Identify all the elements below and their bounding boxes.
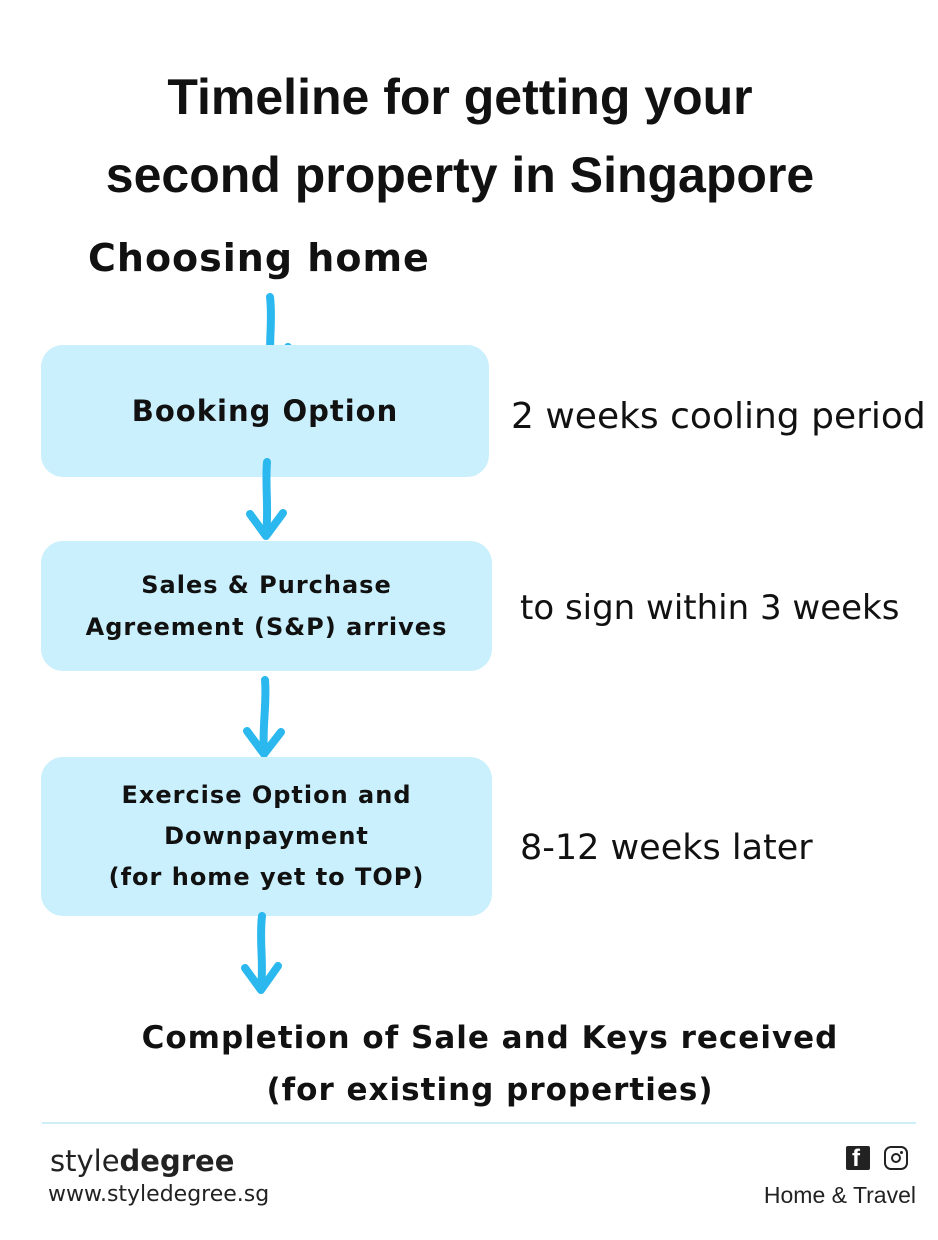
step-exercise-option: Exercise Option and Downpayment (for hom…	[41, 757, 492, 916]
step-2-line-1: Sales & Purchase	[141, 571, 392, 599]
title-line-2: second property in Singapore	[105, 147, 815, 203]
step-2-note: to sign within 3 weeks	[520, 588, 900, 628]
facebook-icon[interactable]	[846, 1145, 870, 1173]
brand-bold: degree	[119, 1144, 235, 1178]
brand-logo: styledegree	[50, 1144, 234, 1178]
step-3-note: 8-12 weeks later	[520, 828, 813, 868]
end-label-line-1: Completion of Sale and Keys received	[141, 1020, 839, 1056]
step-booking-option: Booking Option	[41, 345, 489, 477]
step-1-note: 2 weeks cooling period	[511, 396, 926, 437]
step-1-line-1: Booking Option	[131, 394, 399, 428]
step-3-line-1: Exercise Option and	[121, 781, 412, 809]
brand-prefix: style	[50, 1144, 120, 1178]
arrow-down-icon	[241, 912, 282, 994]
tagline: Home & Travel	[763, 1182, 916, 1208]
step-3-line-2: Downpayment	[164, 822, 369, 850]
step-2-line-2: Agreement (S&P) arrives	[85, 613, 448, 641]
social-links	[846, 1145, 908, 1173]
instagram-icon[interactable]	[884, 1146, 908, 1170]
arrow-down-icon	[243, 676, 285, 758]
end-label-line-2: (for existing properties)	[266, 1072, 714, 1108]
website-link[interactable]: www.styledegree.sg	[48, 1182, 270, 1207]
title-line-1: Timeline for getting your	[167, 69, 753, 125]
page-title: Timeline for getting your second propert…	[0, 58, 920, 214]
step-3-line-3: (for home yet to TOP)	[108, 863, 425, 891]
step-sales-purchase-agreement: Sales & Purchase Agreement (S&P) arrives	[41, 541, 492, 671]
footer: styledegree www.styledegree.sg Home & Tr…	[42, 1122, 916, 1232]
arrow-down-icon	[246, 458, 287, 540]
end-label: Completion of Sale and Keys received (fo…	[60, 1012, 920, 1116]
start-label: Choosing home	[88, 236, 430, 280]
